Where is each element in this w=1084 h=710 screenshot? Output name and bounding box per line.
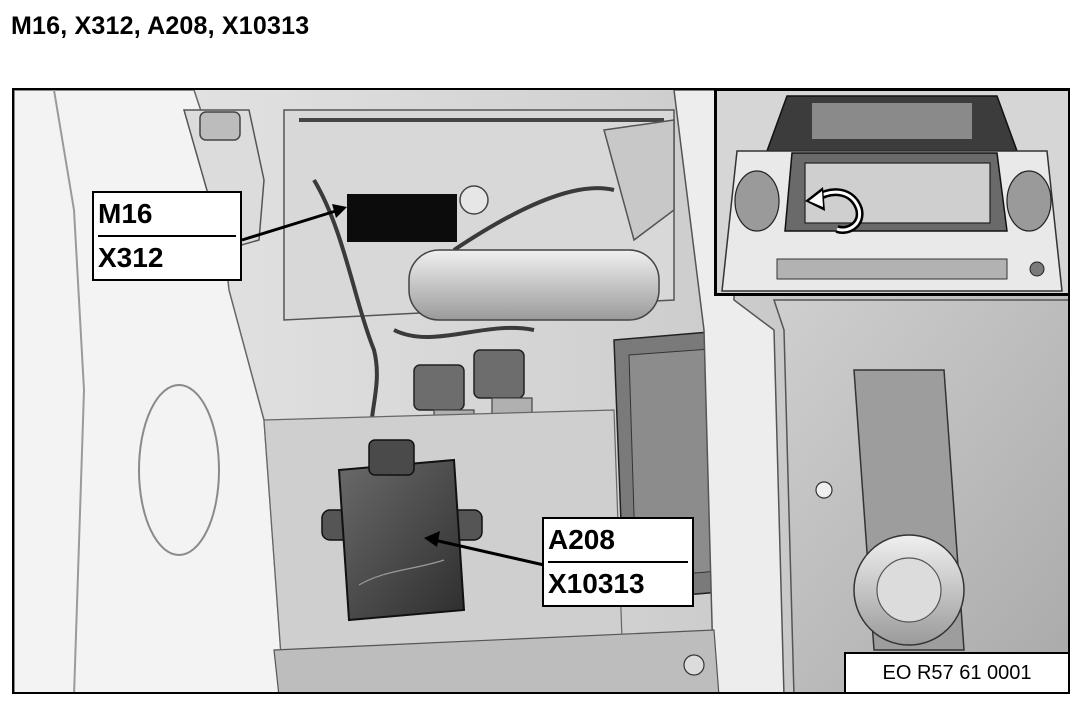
component-location-figure: M16 X312 A208 X10313 EO R57 61 0001 <box>12 88 1070 694</box>
car-rear-illustration <box>717 91 1068 293</box>
callout-upper-line1: M16 <box>98 198 153 229</box>
callout-lower: A208 X10313 <box>542 517 694 607</box>
callout-lower-line1: A208 <box>548 524 615 555</box>
rotate-arrow-icon <box>805 187 864 234</box>
leader-arrow-lower <box>424 531 545 567</box>
leader-arrow-upper <box>241 204 347 242</box>
inset-view-rear <box>714 90 1068 296</box>
callout-lower-line2: X10313 <box>548 561 688 605</box>
page-title: M16, X312, A208, X10313 <box>11 12 310 40</box>
callout-upper: M16 X312 <box>92 191 242 281</box>
image-code: EO R57 61 0001 <box>844 652 1068 692</box>
callout-upper-line2: X312 <box>98 235 236 279</box>
